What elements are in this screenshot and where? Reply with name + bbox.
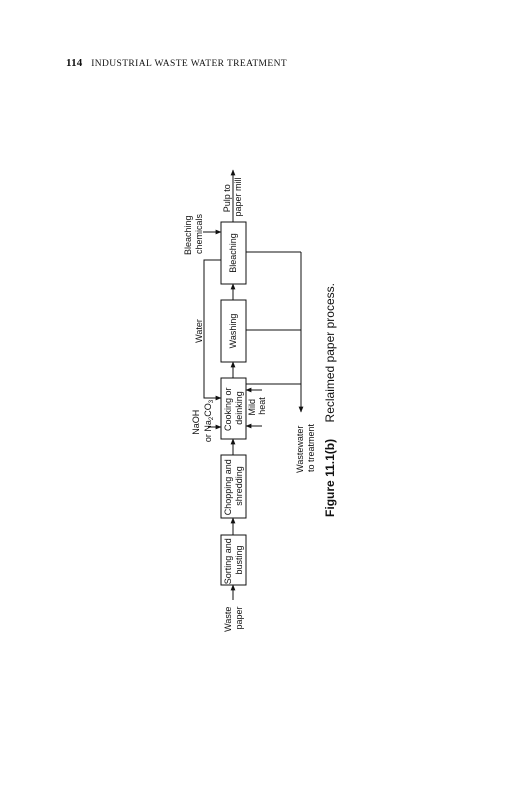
output-label: Pulp to paper mill [222, 177, 243, 216]
wastewater-label: Wastewater to treatment [295, 423, 316, 473]
box-washing [220, 299, 247, 363]
box-bleaching-label: Bleaching [228, 233, 238, 273]
arrow-water-recycle [203, 259, 222, 401]
running-title: INDUSTRIAL WASTE WATER TREATMENT [91, 59, 288, 69]
box-cooking-label: Cooking or deinking [223, 385, 244, 431]
box-cooking-deinking [220, 377, 247, 440]
bleaching-chemicals-label: Bleaching chemicals [183, 213, 204, 255]
caption-number: Figure 11.1(b) [323, 439, 337, 517]
naoh-label: NaOH or Na2CO3 [191, 399, 215, 442]
mild-heat-label: Mild heat [247, 396, 267, 415]
box-sorting-busting [220, 534, 247, 586]
box-bleaching [220, 221, 247, 285]
water-label: Water [194, 319, 204, 343]
caption-text: Reclaimed paper process. [323, 283, 337, 422]
page-number: 114 [66, 57, 83, 69]
input-label: Waste paper [223, 604, 244, 632]
box-sorting-label: Sorting and busting [223, 536, 244, 585]
page-header: 114 INDUSTRIAL WASTE WATER TREATMENT [66, 57, 287, 69]
box-washing-label: Washing [228, 314, 238, 349]
figure-caption: Figure 11.1(b) Reclaimed paper process. [321, 283, 338, 517]
box-chopping-label: Chopping and shredding [223, 457, 244, 516]
